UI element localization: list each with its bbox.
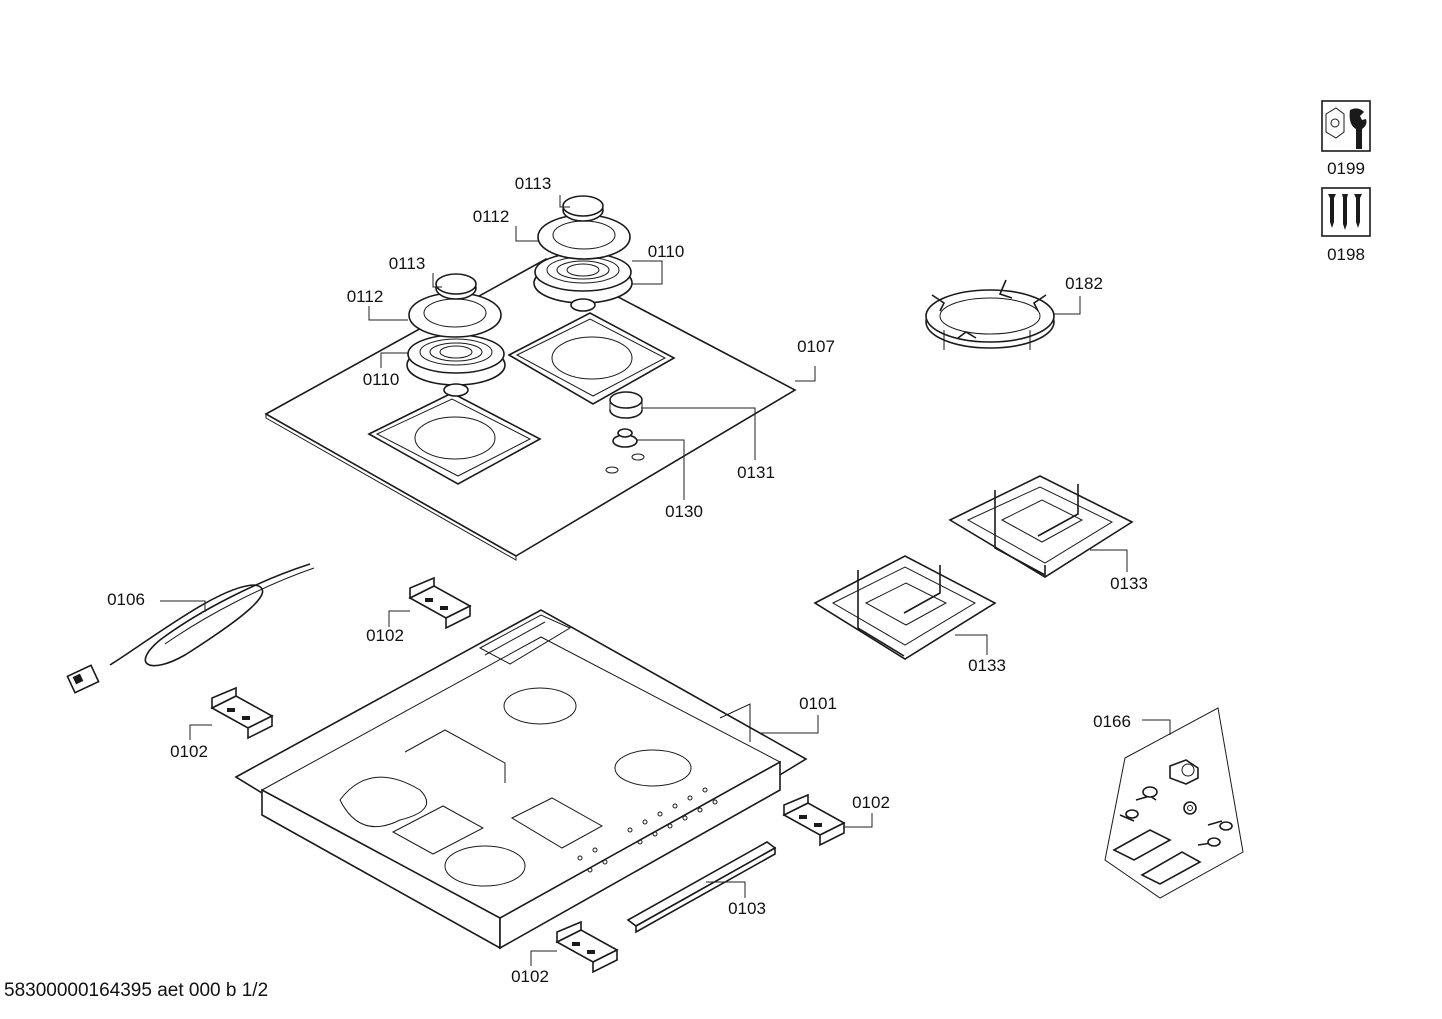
part-label-0101: 0101 — [799, 694, 837, 713]
vent-holes — [577, 787, 718, 873]
burner-cap-left — [435, 273, 477, 300]
control-knob — [609, 391, 643, 419]
part-label-0166: 0166 — [1093, 712, 1131, 731]
leader-lines — [160, 195, 1171, 966]
part-label-0107: 0107 — [797, 337, 835, 356]
document-code: 58300000164395 aet 000 b 1/2 — [4, 980, 269, 1001]
part-label-0133-lower: 0133 — [968, 656, 1006, 675]
legend-label-0199: 0199 — [1327, 159, 1365, 178]
screws-icon — [1321, 187, 1371, 237]
pan-support-upper — [948, 475, 1134, 578]
part-label-0103: 0103 — [728, 899, 766, 918]
cooktop-glass-plate — [264, 258, 797, 561]
part-label-0110-left: 0110 — [363, 370, 400, 389]
part-label-0110-right: 0110 — [648, 242, 685, 261]
part-label-0102-right: 0102 — [852, 793, 890, 812]
cooktop-base-tray — [234, 609, 808, 950]
accessory-bag — [1104, 707, 1244, 899]
mounting-bracket-left — [210, 686, 274, 740]
burner-right — [533, 252, 633, 312]
burner-cap-right — [562, 195, 604, 222]
part-label-0112-right: 0112 — [473, 207, 510, 226]
part-label-0113-right: 0113 — [515, 174, 552, 193]
burner-ring-left — [408, 292, 502, 338]
part-label-0130: 0130 — [665, 502, 703, 521]
burner-left — [406, 334, 506, 397]
part-label-0182: 0182 — [1065, 274, 1103, 293]
power-cable — [66, 563, 315, 694]
mounting-bracket-top — [408, 576, 472, 630]
pan-support-lower — [813, 555, 997, 660]
mounting-bracket-bottom — [555, 920, 619, 974]
mounting-bracket-right — [782, 793, 846, 847]
part-label-0102-top: 0102 — [366, 626, 404, 645]
knob-seal-ring — [612, 428, 638, 448]
legend-label-0198: 0198 — [1327, 245, 1365, 264]
part-label-0102-bottom: 0102 — [511, 967, 549, 986]
part-label-0102-left: 0102 — [170, 742, 208, 761]
sealing-strip — [626, 841, 777, 934]
part-label-0131: 0131 — [737, 463, 775, 482]
part-label-0113-left: 0113 — [389, 254, 426, 273]
wok-ring-support — [925, 279, 1055, 350]
wrench-nut-icon — [1321, 100, 1371, 152]
part-label-0112-left: 0112 — [347, 287, 384, 306]
part-label-0133-upper: 0133 — [1110, 574, 1148, 593]
part-label-0106: 0106 — [107, 590, 145, 609]
